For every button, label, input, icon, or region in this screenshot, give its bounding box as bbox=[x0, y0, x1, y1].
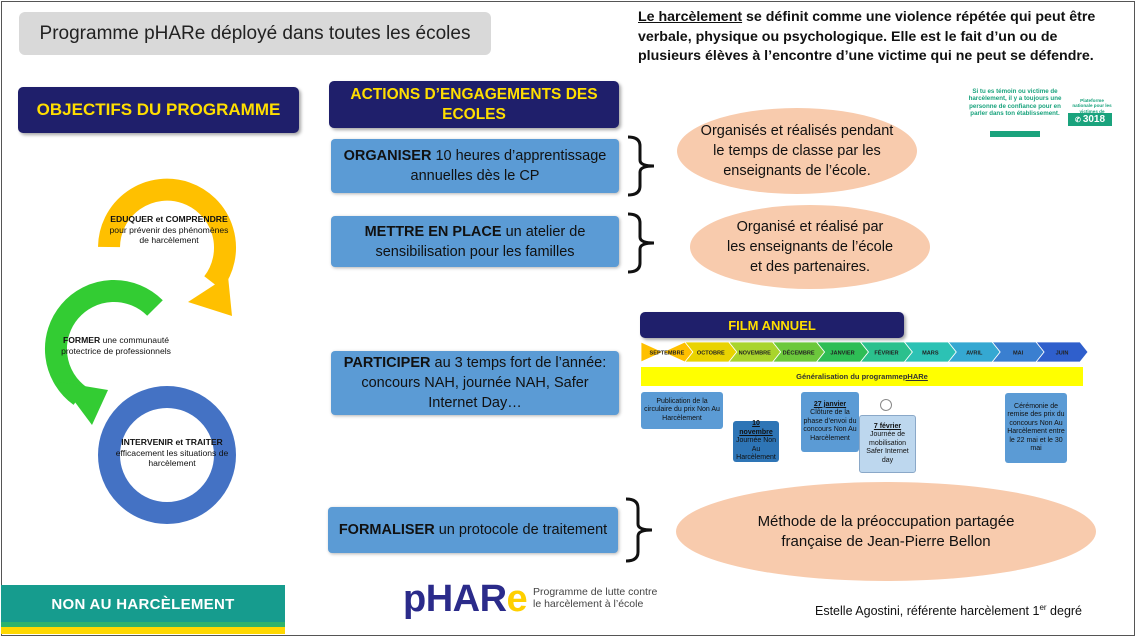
event-cloture-concours: 27 janvier Clôture de la phase d’envoi d… bbox=[801, 392, 859, 452]
brace-1-icon bbox=[627, 135, 655, 197]
definition-body: se définit comme une violence répétée qu… bbox=[638, 9, 1096, 64]
brace-2-icon bbox=[627, 212, 655, 274]
cycle-arrow-educate bbox=[188, 276, 232, 316]
action-formaliser: FORMALISER un protocole de traitement bbox=[328, 507, 618, 553]
action-participer-verb: PARTICIPER bbox=[343, 355, 431, 371]
banner-stripe-green bbox=[1, 622, 285, 627]
objective-form-text: une communauté protectrice de profession… bbox=[61, 335, 171, 356]
event-safer-internet: 7 février Journée de mobilisation Safer … bbox=[859, 415, 916, 473]
phare-tagline: Programme de lutte contre le harcèlement… bbox=[533, 586, 657, 610]
month-label: MARS bbox=[922, 351, 939, 357]
action-organiser-verb: ORGANISER bbox=[343, 148, 432, 164]
month-label: OCTOBRE bbox=[697, 351, 725, 357]
poster-message: Si tu es témoin ou victime de harcèlemen… bbox=[968, 88, 1062, 118]
month-label: AVRIL bbox=[966, 351, 983, 357]
cycle-arrow-form bbox=[60, 382, 108, 425]
event-safer-internet-text: Journée de mobilisation Safer Internet d… bbox=[866, 431, 909, 464]
event-ceremonie: Cérémonie de remise des prix du concours… bbox=[1005, 393, 1067, 463]
objective-form-bold: FORMER bbox=[62, 335, 101, 345]
event-journee-nah-date: 10 novembre bbox=[739, 420, 773, 436]
objective-educate-bold: EDUQUER et COMPRENDRE bbox=[110, 214, 228, 224]
action-organiser: ORGANISER 10 heures d’apprentissage annu… bbox=[331, 139, 619, 193]
definition-text: Le harcèlement se définit comme une viol… bbox=[638, 8, 1118, 67]
objective-intervene-text: efficacement les situations de harcèleme… bbox=[115, 447, 229, 469]
phone-icon: ✆ bbox=[1074, 116, 1081, 124]
month-label: JUIN bbox=[1056, 351, 1069, 357]
poster-button bbox=[990, 131, 1040, 137]
cycle-ring-intervene bbox=[98, 386, 236, 524]
generalisation-name: pHARe bbox=[902, 372, 928, 381]
rotate-handle-icon bbox=[880, 399, 892, 411]
action-mettre-en-place-text: un atelier de sensibilisation pour les f… bbox=[375, 223, 586, 260]
action-organiser-text: 10 heures d’apprentissage annuelles dès … bbox=[410, 148, 607, 184]
month-label: SEPTEMBRE bbox=[650, 351, 685, 357]
footer-prefix: Estelle Agostini, référente harcèlement … bbox=[815, 604, 1040, 619]
phare-logo: pHARe bbox=[403, 578, 528, 620]
event-journee-nah-text: Journée Non Au Harcèlement bbox=[735, 437, 777, 462]
event-safer-internet-date: 7 février bbox=[873, 422, 902, 430]
objective-form: FORMER une communauté protectrice de pro… bbox=[54, 335, 178, 356]
cycle-ring-form bbox=[44, 280, 163, 405]
footer-credit: Estelle Agostini, référente harcèlement … bbox=[815, 603, 1082, 618]
event-journee-nah: 10 novembre Journée Non Au Harcèlement bbox=[733, 420, 779, 462]
poster-number: 3018 bbox=[1082, 114, 1106, 125]
detail-ellipse-3: Méthode de la préoccupation partagée fra… bbox=[676, 482, 1096, 581]
cycle-ring-educate bbox=[98, 178, 236, 290]
poster-number-badge: ✆3018 bbox=[1068, 113, 1112, 126]
phare-tagline-line1: Programme de lutte contre bbox=[533, 586, 658, 598]
month-label: FÉVRIER bbox=[874, 349, 898, 357]
film-heading: FILM ANNUEL bbox=[640, 312, 904, 338]
page-title: Programme pHARe déployé dans toutes les … bbox=[19, 12, 491, 55]
objective-educate-text: pour prévenir des phénomènes de harcèlem… bbox=[109, 224, 229, 246]
generalisation-bar: Généralisation du programme pHARe bbox=[641, 367, 1083, 386]
month-label: DÉCEMBRE bbox=[783, 349, 815, 357]
definition-term: Le harcèlement bbox=[638, 9, 743, 25]
event-cloture-concours-date: 27 janvier bbox=[813, 400, 847, 408]
month-label: NOVEMBRE bbox=[739, 351, 772, 357]
actions-heading: ACTIONS D’ENGAGEMENTS DES ECOLES bbox=[329, 81, 619, 128]
objective-intervene: INTERVENIR et TRAITER efficacement les s… bbox=[112, 437, 232, 469]
detail-ellipse-2: Organisé et réalisé par les enseignants … bbox=[690, 205, 930, 289]
footer-suffix: degré bbox=[1046, 604, 1083, 619]
action-formaliser-verb: FORMALISER bbox=[338, 522, 435, 538]
action-formaliser-text: un protocole de traitement bbox=[434, 522, 608, 538]
action-mettre-en-place: METTRE EN PLACE un atelier de sensibilis… bbox=[331, 216, 619, 267]
month-label: JANVIER bbox=[830, 351, 854, 357]
objectives-cycle-diagram bbox=[44, 178, 236, 524]
footer-superscript: er bbox=[1039, 603, 1047, 612]
detail-ellipse-1: Organisés et réalisés pendant le temps d… bbox=[677, 108, 917, 194]
months-arrow-strip: SEPTEMBRE OCTOBRE NOVEMBRE DÉCEMBRE JANVIER F… bbox=[640, 341, 1089, 363]
action-participer-text: au 3 temps fort de l’année: concours NAH… bbox=[361, 355, 607, 411]
generalisation-prefix: Généralisation du programme bbox=[796, 372, 903, 381]
objective-educate: EDUQUER et COMPRENDRE pour prévenir des … bbox=[108, 214, 230, 246]
brace-3-icon bbox=[625, 497, 653, 563]
months-timeline: SEPTEMBRE OCTOBRE NOVEMBRE DÉCEMBRE JANVIER F… bbox=[640, 341, 1089, 363]
non-au-harcelement-banner: NON AU HARCÈLEMENT bbox=[1, 585, 285, 623]
banner-stripe-yellow bbox=[1, 627, 285, 634]
action-participer: PARTICIPER au 3 temps fort de l’année: c… bbox=[331, 351, 619, 415]
objective-intervene-bold: INTERVENIR et TRAITER bbox=[121, 437, 223, 447]
month-label: MAI bbox=[1013, 351, 1024, 357]
action-mettre-en-place-verb: METTRE EN PLACE bbox=[364, 223, 502, 240]
event-cloture-concours-text: Clôture de la phase d’envoi du concours … bbox=[803, 409, 857, 442]
phare-tagline-line2: le harcèlement à l’école bbox=[533, 598, 644, 610]
event-publication: Publication de la circulaire du prix Non… bbox=[641, 392, 723, 429]
phare-logo-main: pHAR bbox=[403, 578, 507, 620]
objectives-heading: OBJECTIFS DU PROGRAMME bbox=[18, 87, 299, 133]
phare-logo-accent: e bbox=[506, 578, 528, 620]
